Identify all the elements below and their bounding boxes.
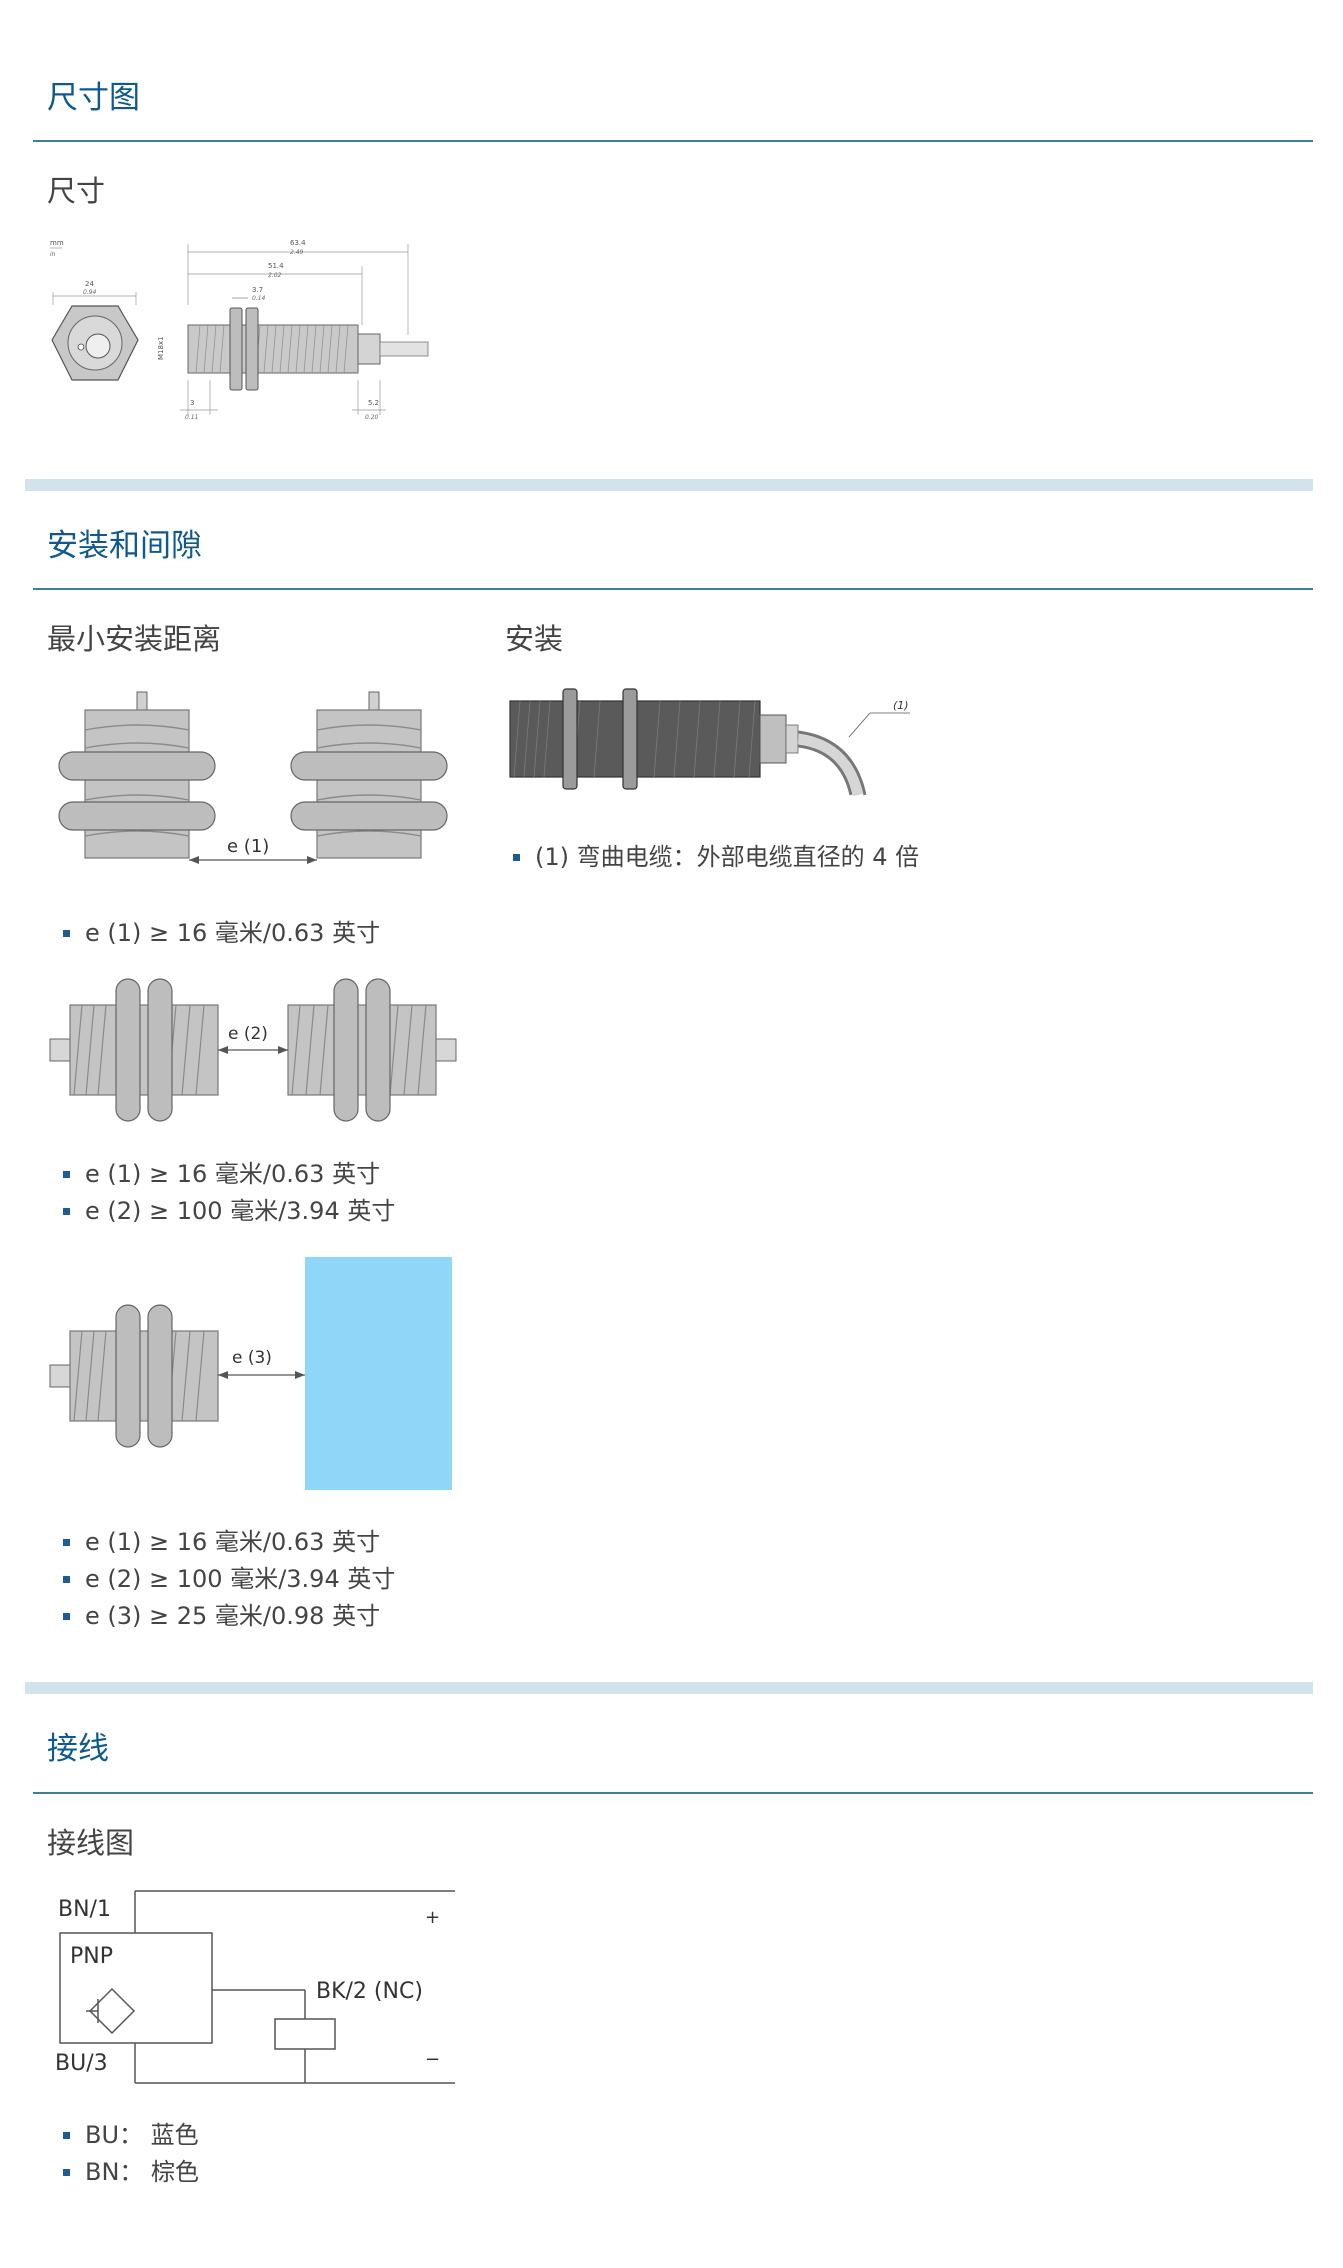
subtitle-min-distance: 最小安装距离	[47, 622, 222, 656]
sensor-block	[59, 1932, 213, 2044]
list-item: e (1) ≥ 16 毫米/0.63 英寸	[55, 1156, 395, 1193]
label-bu: BU/3	[55, 2051, 108, 2076]
sensor-top-right	[290, 691, 448, 859]
list-spacing-1: e (1) ≥ 16 毫米/0.63 英寸	[55, 915, 380, 952]
list-item: BU： 蓝色	[55, 2117, 199, 2154]
list-item: e (1) ≥ 16 毫米/0.63 英寸	[55, 1524, 395, 1561]
label-e2: e (2)	[228, 1024, 268, 1044]
dim-body-mm: 51.4	[268, 262, 284, 270]
sensor-symbol-icon	[88, 1987, 136, 2035]
dim-total-in: 2.49	[290, 249, 304, 256]
section-band	[25, 479, 1313, 491]
section-divider	[33, 140, 1313, 142]
dim-nut-mm: 3.7	[252, 286, 263, 294]
dim-tail-in: 0.20	[365, 414, 379, 421]
list-item: e (1) ≥ 16 毫米/0.63 英寸	[55, 915, 380, 952]
list-spacing-3: e (1) ≥ 16 毫米/0.63 英寸 e (2) ≥ 100 毫米/3.9…	[55, 1524, 395, 1635]
subtitle-wiring-diagram: 接线图	[47, 1826, 135, 1860]
subtitle-dimensions: 尺寸	[47, 174, 106, 208]
sensor-left	[49, 978, 219, 1122]
target-plate	[305, 1257, 452, 1490]
list-install-notes: (1) 弯曲电缆：外部电缆直径的 4 倍	[505, 839, 919, 876]
dim-width-in: 0.94	[83, 289, 97, 296]
dim-nut-in: 0.14	[252, 295, 266, 302]
sensor-front-view: 24 0.94	[51, 280, 139, 381]
diagram-target-plate-spacing: e (3)	[49, 1257, 452, 1490]
list-item: e (2) ≥ 100 毫米/3.94 英寸	[55, 1193, 395, 1230]
label-pnp: PNP	[70, 1944, 113, 1969]
dim-total-mm: 63.4	[290, 239, 306, 247]
diagram-face-to-face-spacing: e (2)	[49, 978, 457, 1122]
label-minus: −	[425, 2049, 440, 2070]
diagram-side-by-side-spacing: e (1)	[58, 691, 448, 864]
dim-thread: M18x1	[157, 336, 165, 360]
label-plus: +	[425, 1907, 440, 1928]
list-item: BN： 棕色	[55, 2154, 199, 2191]
section-title-mounting: 安装和间隙	[47, 528, 202, 564]
label-e3: e (3)	[232, 1348, 272, 1368]
dim-width-mm: 24	[85, 280, 94, 288]
label-bn: BN/1	[58, 1897, 111, 1922]
section-band	[25, 1682, 1313, 1694]
sensor-left	[49, 1304, 219, 1448]
section-divider	[33, 1792, 1313, 1794]
sensor-top-left	[58, 691, 216, 859]
dim-flange-in: 0.11	[185, 414, 198, 421]
label-e1: e (1)	[227, 836, 269, 857]
diagram-install-cable-bend: (1)	[509, 688, 910, 797]
load-relay	[274, 2018, 336, 2050]
list-wire-colors: BU： 蓝色 BN： 棕色	[55, 2117, 199, 2191]
units-label-in: in	[50, 251, 56, 258]
list-item: e (3) ≥ 25 毫米/0.98 英寸	[55, 1598, 395, 1635]
list-item: e (2) ≥ 100 毫米/3.94 英寸	[55, 1561, 395, 1598]
section-title-wiring: 接线	[47, 1731, 109, 1767]
units-label-mm: mm	[50, 239, 64, 247]
dim-tail-mm: 5.2	[368, 399, 379, 407]
dimension-drawing: mm in 24 0.94 63.4 2.49 51.4 2.02	[50, 239, 429, 421]
label-bk: BK/2 (NC)	[316, 1979, 423, 2004]
wiring-diagram: BN/1 PNP BK/2 (NC) BU/3 + −	[55, 1890, 455, 2084]
sensor-side-view: 63.4 2.49 51.4 2.02 3.7 0.14 M18x1	[157, 239, 429, 421]
label-install-callout: (1)	[893, 699, 909, 712]
dim-body-in: 2.02	[268, 272, 282, 279]
sensor-right	[287, 978, 457, 1122]
subtitle-install: 安装	[505, 622, 564, 656]
list-item: (1) 弯曲电缆：外部电缆直径的 4 倍	[505, 839, 919, 876]
section-divider	[33, 588, 1313, 590]
section-title-dimensions: 尺寸图	[47, 80, 140, 116]
list-spacing-2: e (1) ≥ 16 毫米/0.63 英寸 e (2) ≥ 100 毫米/3.9…	[55, 1156, 395, 1230]
dim-flange-mm: 3	[190, 399, 194, 407]
